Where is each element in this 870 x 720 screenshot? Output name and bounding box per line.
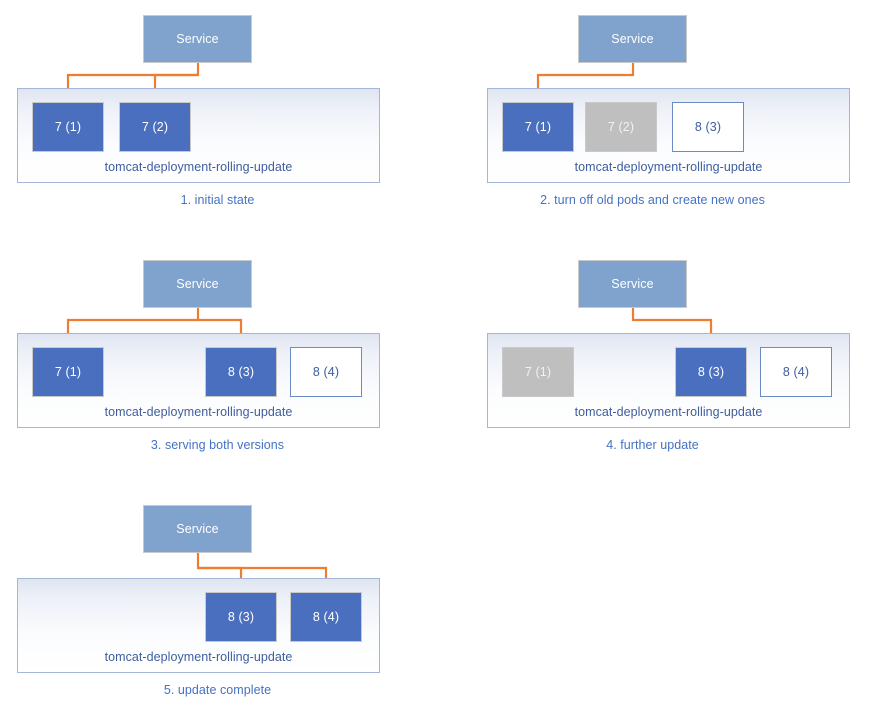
pod-box[interactable]: 7 (1) bbox=[32, 347, 104, 397]
pod-box[interactable]: 8 (3) bbox=[205, 592, 277, 642]
deployment-name-label: tomcat-deployment-rolling-update bbox=[104, 650, 293, 664]
pod-box[interactable]: 8 (4) bbox=[760, 347, 832, 397]
panel-caption: 2. turn off old pods and create new ones bbox=[540, 193, 765, 207]
panel-initial-state: Service tomcat-deployment-rolling-update… bbox=[0, 0, 435, 230]
pod-box[interactable]: 7 (1) bbox=[502, 102, 574, 152]
service-box[interactable]: Service bbox=[578, 260, 687, 308]
pod-box[interactable]: 8 (4) bbox=[290, 347, 362, 397]
pod-box[interactable]: 8 (3) bbox=[205, 347, 277, 397]
pod-box[interactable]: 8 (4) bbox=[290, 592, 362, 642]
deployment-name-label: tomcat-deployment-rolling-update bbox=[104, 160, 293, 174]
panel-update-complete: Service tomcat-deployment-rolling-update… bbox=[0, 490, 435, 720]
panel-caption: 5. update complete bbox=[163, 683, 272, 697]
pod-box[interactable]: 8 (3) bbox=[675, 347, 747, 397]
panel-serving-both-versions: Service tomcat-deployment-rolling-update… bbox=[0, 245, 435, 475]
deployment-name-label: tomcat-deployment-rolling-update bbox=[104, 405, 293, 419]
pod-box[interactable]: 7 (1) bbox=[502, 347, 574, 397]
panel-further-update: Service tomcat-deployment-rolling-update… bbox=[435, 245, 870, 475]
panel-caption: 1. initial state bbox=[180, 193, 255, 207]
service-box[interactable]: Service bbox=[143, 15, 252, 63]
service-box[interactable]: Service bbox=[143, 505, 252, 553]
pod-box[interactable]: 7 (2) bbox=[585, 102, 657, 152]
panel-caption: 4. further update bbox=[606, 438, 699, 452]
deployment-name-label: tomcat-deployment-rolling-update bbox=[574, 405, 763, 419]
service-box[interactable]: Service bbox=[143, 260, 252, 308]
pod-box[interactable]: 8 (3) bbox=[672, 102, 744, 152]
pod-box[interactable]: 7 (1) bbox=[32, 102, 104, 152]
panel-caption: 3. serving both versions bbox=[150, 438, 285, 452]
panel-turn-off-old-pods: Service tomcat-deployment-rolling-update… bbox=[435, 0, 870, 230]
pod-box[interactable]: 7 (2) bbox=[119, 102, 191, 152]
deployment-name-label: tomcat-deployment-rolling-update bbox=[574, 160, 763, 174]
service-box[interactable]: Service bbox=[578, 15, 687, 63]
